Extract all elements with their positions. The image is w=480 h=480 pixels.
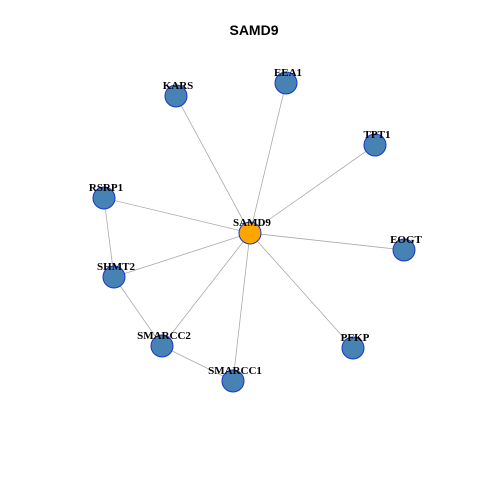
node-label-smarcc2: SMARCC2 [137,330,191,342]
node-shmt2 [102,265,126,289]
diagram-title: SAMD9 [229,22,278,38]
node-eogt [392,238,416,262]
edge-samd9-pfkp [249,232,354,349]
edge-samd9-eea1 [249,82,287,234]
edge-samd9-smarcc2 [161,232,251,347]
node-label-pfkp: PFKP [341,332,370,344]
node-tpt1 [363,133,387,157]
node-samd9 [238,221,262,245]
node-label-shmt2: SHMT2 [97,261,135,273]
edge-samd9-eogt [249,232,405,251]
node-label-eea1: EEA1 [274,67,302,79]
edge-samd9-tpt1 [249,144,376,234]
edge-samd9-kars [175,95,251,234]
edge-samd9-rsrp1 [103,197,251,234]
node-label-smarcc1: SMARCC1 [208,365,262,377]
node-rsrp1 [92,186,116,210]
node-layer [92,71,416,393]
node-label-samd9: SAMD9 [233,217,271,229]
node-label-eogt: EOGT [390,234,422,246]
edge-smarcc2-smarcc1 [161,345,234,382]
edge-shmt2-smarcc2 [113,276,163,347]
node-label-rsrp1: RSRP1 [89,182,123,194]
node-smarcc2 [150,334,174,358]
node-kars [164,84,188,108]
node-label-tpt1: TPT1 [364,129,391,141]
node-label-kars: KARS [163,80,194,92]
node-eea1 [274,71,298,95]
edge-samd9-shmt2 [113,232,251,278]
node-pfkp [341,336,365,360]
node-smarcc1 [221,369,245,393]
edge-layer [103,82,405,382]
edge-samd9-smarcc1 [232,232,251,382]
edge-rsrp1-shmt2 [103,197,115,278]
